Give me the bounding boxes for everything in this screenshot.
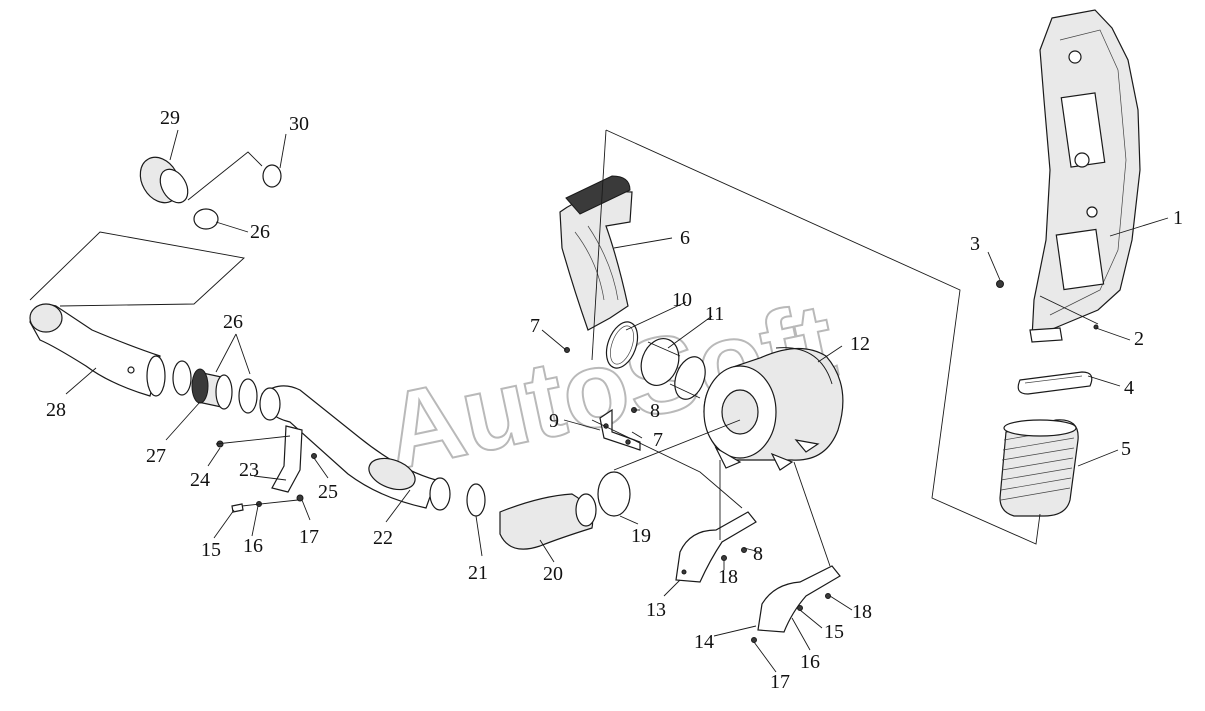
snorkel-inlet: [559, 175, 633, 331]
callout-5: 5: [1121, 438, 1131, 460]
callout-7-top: 7: [530, 315, 540, 337]
clamp-26-a: [172, 360, 192, 396]
callout-8-low: 8: [753, 543, 763, 565]
connector-11: [640, 338, 706, 400]
callout-12: 12: [850, 333, 870, 355]
support-13: [675, 511, 757, 583]
callout-22: 22: [373, 527, 393, 549]
callout-labels: 1 2 3 4 5 6 7 7 8 8 9 10 11 12 13 14 15 …: [46, 107, 1183, 693]
coupler-27: [191, 368, 233, 410]
elbow-hose-20: [499, 493, 597, 550]
air-filter-housing: [703, 347, 844, 471]
clamp-26-top: [193, 208, 219, 230]
clamp-26-b: [238, 378, 258, 414]
assembly-lines: [29, 129, 1099, 567]
callout-16-right: 16: [800, 651, 820, 673]
callout-17-right: 17: [770, 671, 790, 693]
callout-13: 13: [646, 599, 666, 621]
bellows-hose: [999, 419, 1079, 517]
callout-11: 11: [705, 303, 724, 325]
gasket-band: [1017, 371, 1093, 395]
callout-26-top: 26: [250, 221, 270, 243]
callout-9: 9: [549, 410, 559, 432]
callout-20: 20: [543, 563, 563, 585]
cap-29: [139, 156, 189, 204]
clamp-21: [466, 483, 486, 517]
callout-16-left: 16: [243, 535, 263, 557]
callout-2: 2: [1134, 328, 1144, 350]
bracket-23: [271, 425, 304, 502]
callout-29: 29: [160, 107, 180, 129]
callout-27: 27: [146, 445, 166, 467]
callout-25: 25: [318, 481, 338, 503]
intake-pipe-28: [29, 303, 166, 397]
intake-pipe-22: [259, 385, 451, 511]
callout-1: 1: [1173, 207, 1183, 229]
callout-4: 4: [1124, 377, 1134, 399]
support-14: [751, 565, 841, 643]
callout-30: 30: [289, 113, 309, 135]
callout-26-mid: 26: [223, 311, 243, 333]
callout-17-left: 17: [299, 526, 319, 548]
hose-clamp-10: [605, 321, 639, 369]
callout-14: 14: [694, 631, 714, 653]
callout-6: 6: [680, 227, 690, 249]
bolt-3: [996, 280, 1004, 288]
callout-18-right: 18: [852, 601, 872, 623]
callout-7-mid: 7: [653, 429, 663, 451]
clamp-19: [597, 471, 631, 517]
leader-lines: [65, 129, 1169, 673]
callout-21: 21: [468, 562, 488, 584]
callout-28: 28: [46, 399, 66, 421]
callout-15-right: 15: [824, 621, 844, 643]
callout-10: 10: [672, 289, 692, 311]
bolt-25: [311, 453, 317, 459]
clamp-30: [262, 164, 282, 188]
callout-23: 23: [239, 459, 259, 481]
callout-18-mid: 18: [718, 566, 738, 588]
bolt-15-left: [231, 503, 244, 513]
bolt-7-top: [564, 347, 570, 353]
bracket-9: [599, 408, 641, 451]
callout-15-left: 15: [201, 539, 221, 561]
callout-24: 24: [190, 469, 210, 491]
callout-8-mid: 8: [650, 400, 660, 422]
callout-3: 3: [970, 233, 980, 255]
intake-duct-panel: [1029, 9, 1141, 343]
callout-19: 19: [631, 525, 651, 547]
